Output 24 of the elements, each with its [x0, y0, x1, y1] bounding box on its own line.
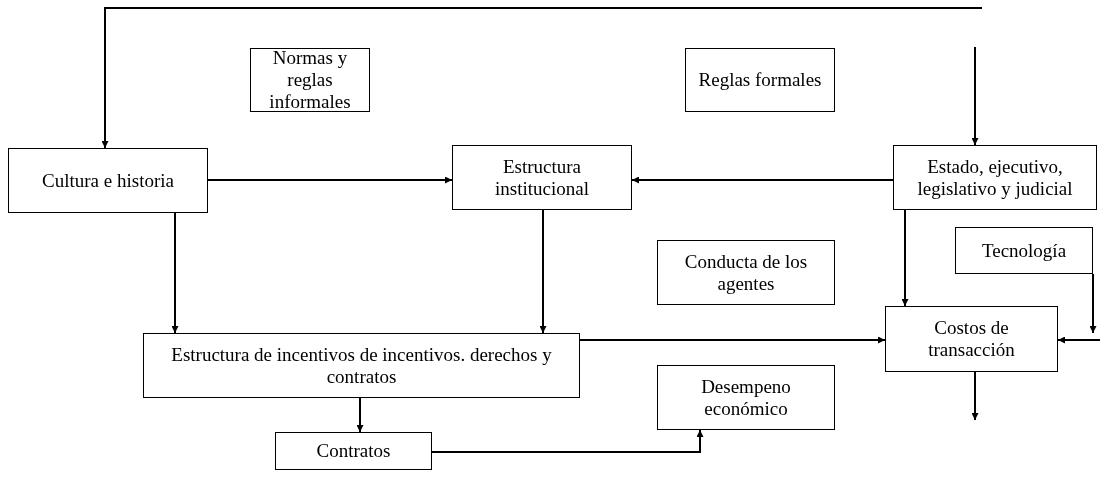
text-box: Costos de transacción	[885, 306, 1058, 372]
arrow	[1057, 336, 1101, 344]
arrow	[356, 397, 364, 433]
text-box: Contratos	[275, 432, 432, 470]
arrow	[431, 429, 704, 453]
arrow	[971, 371, 979, 421]
arrow	[207, 176, 453, 184]
arrow	[171, 212, 179, 334]
text-box: Estado, ejecutivo, legislativo y judicial	[893, 145, 1097, 210]
text-box: Desempeno económico	[657, 365, 835, 430]
text-box: Estructura de incentivos de incentivos. derechos y contratos	[143, 333, 580, 398]
arrow	[101, 7, 983, 149]
arrow	[1089, 273, 1097, 334]
arrow	[539, 209, 547, 334]
arrow	[631, 176, 894, 184]
text-box: Cultura e historia	[8, 148, 208, 213]
text-box: Reglas formales	[685, 48, 835, 112]
arrow	[579, 336, 886, 344]
text-box: Tecnología	[955, 227, 1093, 274]
arrow	[901, 209, 909, 307]
text-box: Conducta de los agentes	[657, 240, 835, 305]
arrow	[971, 46, 979, 146]
text-box: Estructura institucional	[452, 145, 632, 210]
text-box: Normas y reglas informales	[250, 48, 370, 112]
